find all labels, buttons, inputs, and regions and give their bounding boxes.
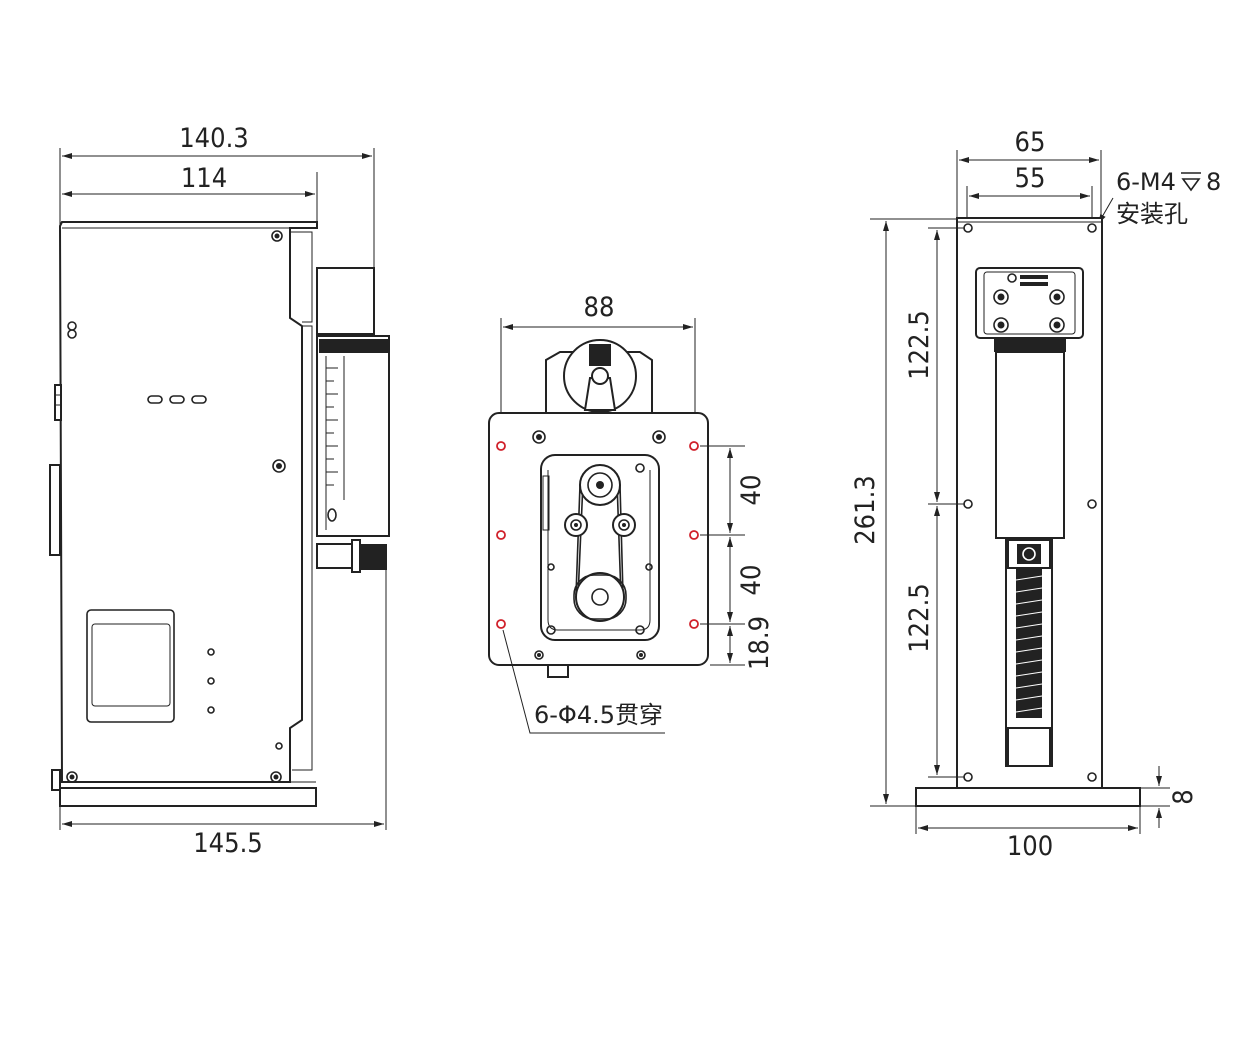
through-hole	[689, 530, 699, 540]
screw-icon	[272, 459, 286, 473]
cylinder-body	[995, 351, 1065, 539]
screw-icon	[993, 317, 1009, 333]
screw-icon	[66, 771, 78, 783]
indicator-slot	[191, 395, 207, 404]
dim-hole-spacing-width: 88	[584, 292, 615, 323]
roller-icon	[612, 513, 636, 537]
dim-base-width: 100	[1007, 831, 1053, 862]
screw-icon	[636, 650, 646, 660]
top-block	[316, 267, 375, 335]
through-hole	[496, 530, 506, 540]
belt-window	[540, 454, 660, 641]
screw-icon	[532, 430, 546, 444]
thread-marks	[1015, 575, 1043, 713]
thread-note-label: 6-M4	[1116, 168, 1176, 196]
scale-marks	[326, 367, 338, 486]
dim-overall-top: 140.3	[179, 123, 249, 154]
screw-icon	[652, 430, 666, 444]
thread-note-mounting: 安装孔	[1116, 200, 1188, 228]
dim-overall-bottom: 145.5	[193, 828, 263, 859]
screw-icon	[1049, 317, 1065, 333]
hole-note-leader	[502, 629, 665, 734]
mounting-hole	[1087, 499, 1097, 509]
back-base	[915, 787, 1141, 807]
back-view: 65 55 6-M4 8 安装孔	[850, 127, 1221, 862]
front-base	[59, 787, 317, 807]
dim-body-top: 114	[181, 163, 227, 194]
dim-height: 261.3	[850, 475, 881, 545]
screw-icon	[271, 230, 283, 242]
through-hole	[689, 619, 699, 629]
front-housing	[58, 221, 318, 783]
through-hole	[496, 619, 506, 629]
front-view: 140.3 114 145.5	[49, 123, 390, 859]
through-hole	[496, 441, 506, 451]
dim-base-thickness: 8	[1168, 789, 1199, 804]
screw-icon	[993, 289, 1009, 305]
connector-panel	[86, 609, 175, 723]
drive-belt	[575, 484, 624, 596]
mounting-hole	[1087, 223, 1097, 233]
dim-upper-spacing: 40	[736, 475, 767, 506]
roller-icon	[564, 513, 588, 537]
indicator-slot	[147, 395, 163, 404]
screw-icon	[270, 771, 282, 783]
screw-icon	[534, 650, 544, 660]
lead-screw	[1016, 568, 1042, 718]
indicator-slot	[169, 395, 185, 404]
through-hole	[689, 441, 699, 451]
mounting-hole	[1087, 772, 1097, 782]
thread-depth: 8	[1206, 168, 1221, 196]
dim-lower-half: 122.5	[904, 583, 935, 653]
side-view: 88	[488, 292, 775, 734]
syringe-barrel	[316, 335, 390, 537]
dim-overall-width: 65	[1015, 127, 1046, 158]
dim-bottom-offset: 18.9	[744, 616, 775, 670]
dim-lower-spacing: 40	[736, 565, 767, 596]
dim-hole-width: 55	[1015, 163, 1046, 194]
hole-note: 6-Φ4.5贯穿	[534, 701, 663, 729]
depth-symbol-icon	[1181, 172, 1201, 192]
screw-icon	[1049, 289, 1065, 305]
dim-upper-half: 122.5	[904, 310, 935, 380]
thread-note: 6-M4 8 安装孔	[1116, 168, 1221, 228]
lower-pulley	[575, 572, 625, 622]
